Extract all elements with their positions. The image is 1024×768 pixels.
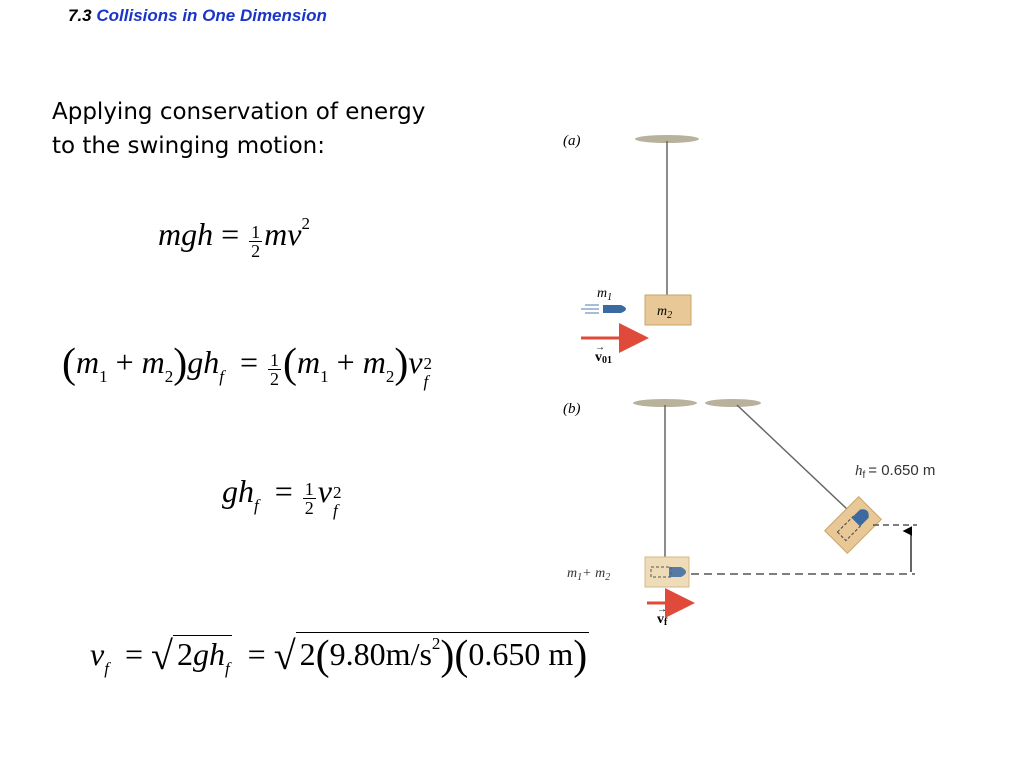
ceiling-support-a [635,135,699,143]
block-swung-b [824,496,882,554]
ballistic-pendulum-figure: (a) m2 m1 v01 → (b) m1+ m2 vf → hf= 0.65… [563,133,935,628]
intro-text: Applying conservation of energy to the s… [52,95,425,163]
v01-label: v01 [595,350,612,366]
block-m2-a [644,294,692,326]
ceiling-support-b-right [705,399,761,407]
intro-line-2: to the swinging motion: [52,133,325,159]
m1-label-a: m1 [597,286,612,303]
equation-final-velocity: vf = √2ghf = √2(9.80m/s2)(0.650 m) [90,632,590,679]
svg-text:→: → [657,604,667,615]
combined-mass-label: m1+ m2 [567,566,610,583]
slide-header: 7.3 Collisions in One Dimension [68,6,327,26]
bullet-icon-b [669,567,686,577]
panel-a-label: (a) [563,133,581,149]
panel-b-label: (b) [563,401,581,417]
intro-line-1: Applying conservation of energy [52,99,426,125]
pendulum-string-b-swung [736,404,848,510]
m2-label-a: m2 [657,304,672,321]
bullet-icon-a [603,305,626,313]
vf-label: vf [657,612,668,628]
section-number: 7.3 [68,6,92,25]
section-title: Collisions in One Dimension [96,6,327,25]
hf-label: hf= 0.650 m [855,462,935,481]
svg-text:→: → [595,342,605,353]
ceiling-support-b-left [633,399,697,407]
